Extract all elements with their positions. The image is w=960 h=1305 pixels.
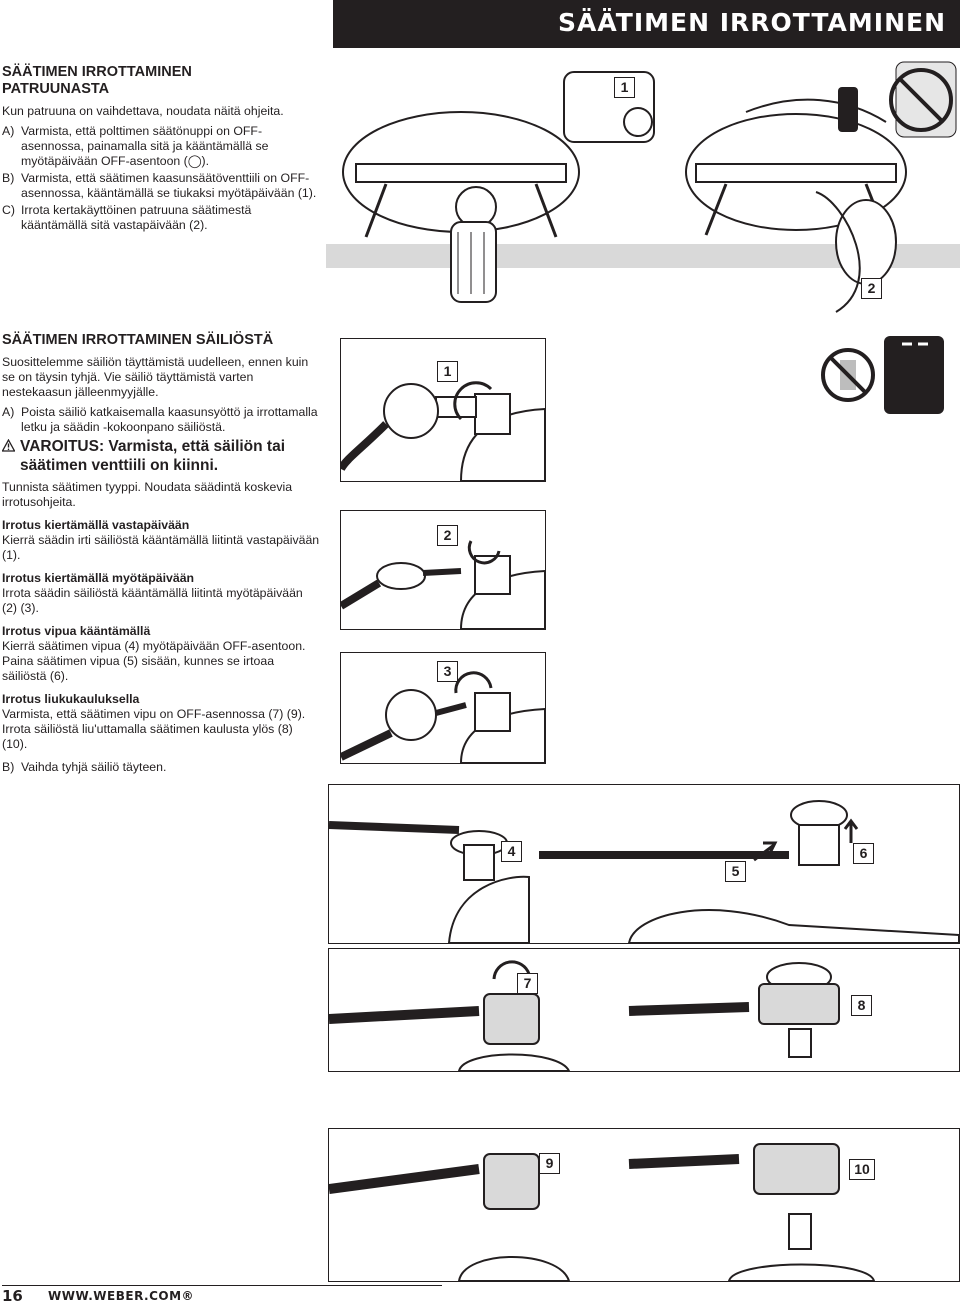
grill-drawing bbox=[326, 61, 960, 313]
item-label: C) bbox=[2, 203, 15, 217]
item-text: Varmista, että polttimen säätönuppi on O… bbox=[21, 124, 269, 168]
collar-panel-a: 7 8 bbox=[328, 948, 960, 1072]
warning-text: VAROITUS: Varmista, että säiliön tai sää… bbox=[20, 438, 286, 474]
item-label: B) bbox=[2, 171, 15, 185]
cartridge-item-b: B) Varmista, että säätimen kaasunsäätöve… bbox=[2, 171, 320, 201]
step-callout-s4: 4 bbox=[501, 841, 522, 862]
page-number: 16 bbox=[2, 1287, 23, 1305]
page-title: SÄÄTIMEN IRROTTAMINEN bbox=[558, 8, 946, 37]
step-callout-s8: 8 bbox=[851, 995, 872, 1016]
method-collar: Irrotus liukukauluksella Varmista, että … bbox=[2, 692, 320, 752]
cartridge-item-c: C) Irrota kertakäyttöinen patruuna sääti… bbox=[2, 203, 320, 233]
tank-item-b: B) Vaihda tyhjä säiliö täyteen. bbox=[2, 760, 320, 775]
lever-panel: 4 5 6 bbox=[328, 784, 960, 944]
method-counterclockwise: Irrotus kiertämällä vastapäivään Kierrä … bbox=[2, 518, 320, 563]
cartridge-illustration: 1 2 bbox=[326, 52, 960, 316]
cartridge-section-title: SÄÄTIMEN IRROTTAMINEN PATRUUNASTA bbox=[2, 64, 320, 98]
tank-section-title: SÄÄTIMEN IRROTTAMINEN SÄILIÖSTÄ bbox=[2, 332, 274, 348]
tank-intro: Suosittelemme säiliön täyttämistä uudell… bbox=[2, 355, 309, 399]
collar-panel-b: 9 10 bbox=[328, 1128, 960, 1282]
tank-item-a: A) Poista säiliö katkaisemalla kaasunsyö… bbox=[2, 405, 320, 435]
tank-panel-1: 1 bbox=[340, 338, 546, 482]
item-label: A) bbox=[2, 405, 15, 419]
step-callout-s5: 5 bbox=[725, 861, 746, 882]
footer-rule bbox=[2, 1285, 442, 1286]
method-text: Varmista, että säätimen vipu on OFF-asen… bbox=[2, 707, 306, 751]
tank-panel-3: 3 bbox=[340, 652, 546, 764]
method-lever: Irrotus vipua kääntämällä Kierrä säätime… bbox=[2, 624, 320, 684]
step-callout-s9: 9 bbox=[539, 1153, 560, 1174]
cartridge-intro: Kun patruuna on vaihdettava, noudata näi… bbox=[2, 104, 284, 118]
step-callout-s10: 10 bbox=[849, 1159, 875, 1180]
cartridge-item-a: A) Varmista, että polttimen säätönuppi o… bbox=[2, 124, 320, 169]
tank-section: SÄÄTIMEN IRROTTAMINEN SÄILIÖSTÄ Suositte… bbox=[2, 332, 320, 777]
warning-icon bbox=[2, 439, 15, 452]
step-callout-t2: 2 bbox=[437, 525, 458, 546]
tank-clockwise-detach-drawing bbox=[341, 671, 545, 763]
item-text: Irrota kertakäyttöinen patruuna säätimes… bbox=[21, 203, 252, 232]
step-callout-t1: 1 bbox=[437, 361, 458, 382]
method-title: Irrotus kiertämällä vastapäivään bbox=[2, 518, 190, 532]
cartridge-title-line1: SÄÄTIMEN IRROTTAMINEN bbox=[2, 64, 192, 80]
method-title: Irrotus kiertämällä myötäpäivään bbox=[2, 571, 195, 585]
tank-counterclockwise-drawing bbox=[341, 381, 545, 481]
step-callout-t3: 3 bbox=[437, 661, 458, 682]
header-bar: SÄÄTIMEN IRROTTAMINEN bbox=[333, 0, 960, 48]
item-text: Vaihda tyhjä säiliö täyteen. bbox=[21, 760, 167, 774]
method-text: Kierrä säädin irti säiliöstä kääntämällä… bbox=[2, 533, 320, 562]
method-text: Irrota säädin säiliöstä kääntämällä liit… bbox=[2, 586, 303, 615]
identify-text: Tunnista säätimen tyyppi. Noudata säädin… bbox=[2, 480, 293, 509]
lever-regulator-drawing bbox=[329, 800, 959, 943]
method-title: Irrotus vipua kääntämällä bbox=[2, 624, 151, 638]
item-text: Poista säiliö katkaisemalla kaasunsyöttö… bbox=[21, 405, 318, 434]
step-callout-2: 2 bbox=[861, 278, 882, 299]
collar-regulator-drawing-b bbox=[329, 1143, 876, 1281]
item-text: Varmista, että säätimen kaasunsäätöventt… bbox=[21, 171, 317, 200]
item-label: B) bbox=[2, 760, 15, 774]
method-title: Irrotus liukukauluksella bbox=[2, 692, 140, 706]
footer: 16 WWW.WEBER.COM® bbox=[2, 1285, 442, 1305]
tank-type-icons bbox=[818, 330, 960, 420]
item-label: A) bbox=[2, 124, 15, 138]
step-callout-s6: 6 bbox=[853, 843, 874, 864]
tank-panel-2: 2 bbox=[340, 510, 546, 630]
website-link[interactable]: WWW.WEBER.COM® bbox=[48, 1289, 195, 1303]
cartridge-section: SÄÄTIMEN IRROTTAMINEN PATRUUNASTA Kun pa… bbox=[2, 64, 320, 235]
warning-box: VAROITUS: Varmista, että säiliön tai sää… bbox=[2, 437, 320, 475]
cartridge-title-line2: PATRUUNASTA bbox=[2, 81, 110, 97]
prohibited-cartridge-icon bbox=[821, 336, 944, 414]
step-callout-1: 1 bbox=[614, 77, 635, 98]
collar-regulator-drawing-a bbox=[329, 960, 840, 1071]
tank-clockwise-drawing bbox=[341, 540, 545, 629]
step-callout-s7: 7 bbox=[517, 973, 538, 994]
method-clockwise: Irrotus kiertämällä myötäpäivään Irrota … bbox=[2, 571, 320, 616]
method-text: Kierrä säätimen vipua (4) myötäpäivään O… bbox=[2, 639, 306, 683]
